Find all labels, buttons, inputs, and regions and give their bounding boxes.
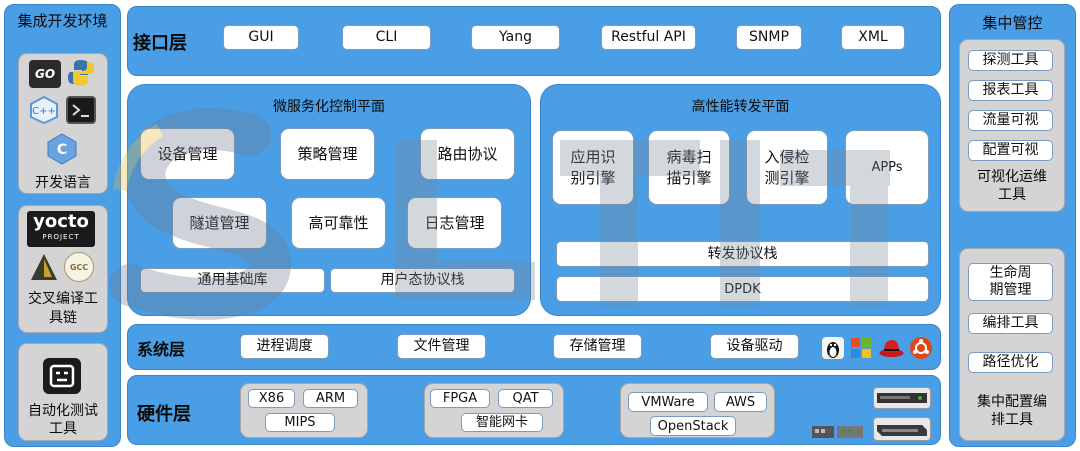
cpu-x86: X86 <box>248 389 295 408</box>
module-policy-mgmt: 策略管理 <box>280 128 375 180</box>
system-layer-label: 系统层 <box>137 340 186 359</box>
windows-icon <box>850 337 872 359</box>
yocto-main-text: yocto <box>33 211 89 232</box>
forwarding-stack: 转发协议栈 <box>556 241 929 267</box>
engine-app-recognition: 应用识别引擎 <box>552 130 634 205</box>
redhat-icon <box>879 337 904 359</box>
appliance-icon <box>873 417 931 441</box>
autotest-label: 自动化测试工具 <box>28 403 98 437</box>
robot-icon <box>43 358 81 394</box>
interface-snmp: SNMP <box>736 25 802 50</box>
module-log-mgmt: 日志管理 <box>407 197 502 249</box>
accel-qat: QAT <box>498 389 553 408</box>
module-tunnel-mgmt: 隧道管理 <box>172 197 267 249</box>
viz-report-tool: 报表工具 <box>968 80 1053 101</box>
svg-text:C++: C++ <box>32 106 56 117</box>
cpp-icon: C++ <box>29 95 59 125</box>
ide-title: 集成开发环境 <box>17 12 108 30</box>
interface-xml: XML <box>841 25 905 50</box>
cpu-mips: MIPS <box>265 413 335 432</box>
ubuntu-icon <box>910 337 932 359</box>
interface-layer-label: 接口层 <box>133 33 187 54</box>
cloud-openstack: OpenStack <box>650 416 736 436</box>
interface-cli: CLI <box>342 25 431 50</box>
system-process-scheduling: 进程调度 <box>240 334 329 359</box>
linux-icon <box>822 337 844 359</box>
viz-ops-label: 可视化运维工具 <box>977 169 1047 203</box>
orch-lifecycle-mgmt: 生命周期管理 <box>968 263 1053 301</box>
viz-traffic-view: 流量可视 <box>968 110 1053 131</box>
user-protocol-stack: 用户态协议栈 <box>330 268 515 293</box>
gcc-icon: GCC <box>64 252 94 282</box>
hardware-layer-label: 硬件层 <box>137 404 191 425</box>
engine-intrusion-detection: 入侵检测引擎 <box>746 130 828 205</box>
system-storage-mgmt: 存储管理 <box>553 334 642 359</box>
common-base-lib: 通用基础库 <box>140 268 325 293</box>
viz-config-view: 配置可视 <box>968 140 1053 161</box>
cpu-arm: ARM <box>303 389 358 408</box>
switch-icon <box>810 420 865 442</box>
accel-smartnic: 智能网卡 <box>461 413 543 432</box>
triangle-logo-icon <box>29 252 59 282</box>
orch-orchestration-tool: 编排工具 <box>968 313 1053 334</box>
interface-restful-api: Restful API <box>601 25 696 50</box>
central-mgmt-title: 集中管控 <box>982 14 1043 32</box>
cloud-vmware: VMWare <box>628 392 708 412</box>
interface-gui: GUI <box>223 25 299 50</box>
svg-text:C: C <box>57 142 67 158</box>
languages-label: 开发语言 <box>35 175 91 191</box>
python-icon <box>66 58 96 88</box>
terminal-icon <box>66 96 96 124</box>
c-icon: C <box>46 133 78 165</box>
interface-yang: Yang <box>471 25 560 50</box>
accel-fpga: FPGA <box>430 389 490 408</box>
module-device-mgmt: 设备管理 <box>140 128 235 180</box>
control-plane-title: 微服务化控制平面 <box>273 99 385 115</box>
module-routing-protocol: 路由协议 <box>420 128 515 180</box>
orchestration-label: 集中配置编排工具 <box>977 394 1047 428</box>
toolchain-label: 交叉编译工具链 <box>28 291 98 326</box>
engine-apps: APPs <box>845 130 929 205</box>
orch-path-optimization: 路径优化 <box>968 352 1053 373</box>
yocto-sub-text: PROJECT <box>42 233 80 241</box>
module-high-availability: 高可靠性 <box>291 197 386 249</box>
dpdk: DPDK <box>556 276 929 302</box>
gcc-text: GCC <box>69 262 89 272</box>
cloud-aws: AWS <box>714 392 767 412</box>
yocto-logo: yocto PROJECT <box>27 211 95 247</box>
forwarding-plane-title: 高性能转发平面 <box>691 99 790 115</box>
server-icon <box>873 387 931 409</box>
viz-probe-tool: 探测工具 <box>968 50 1053 71</box>
system-device-driver: 设备驱动 <box>710 334 799 359</box>
engine-virus-scan: 病毒扫描引擎 <box>648 130 730 205</box>
system-file-mgmt: 文件管理 <box>397 334 486 359</box>
go-icon: GO <box>29 60 61 88</box>
